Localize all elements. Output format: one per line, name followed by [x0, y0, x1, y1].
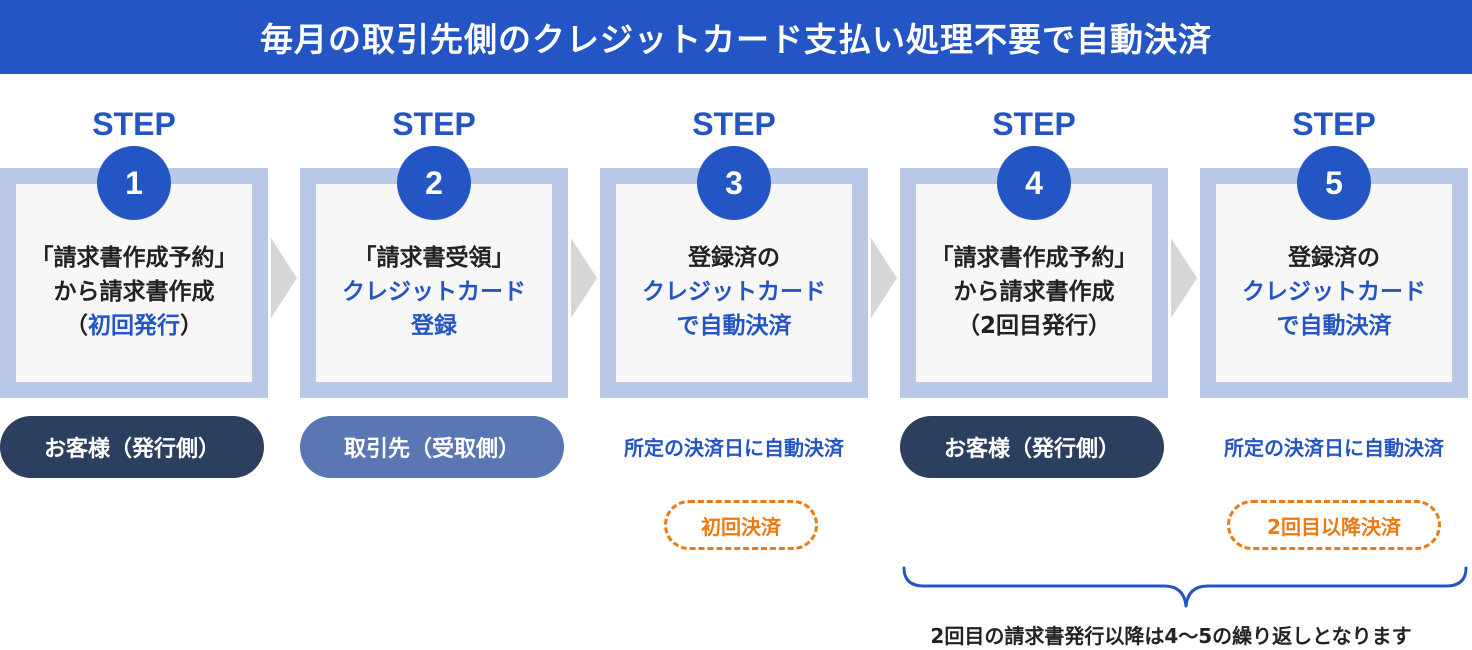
role-pill: 取引先（受取側） — [300, 416, 564, 478]
step-1: STEP 「請求書作成予約」 から請求書作成 （初回発行） 1 お客様（発行側） — [0, 98, 268, 498]
repeat-note: 2回目の請求書発行以降は4〜5の繰り返しとなります — [930, 624, 1412, 648]
chevron-right-icon — [571, 238, 597, 318]
step-number-badge: 5 — [1297, 146, 1371, 220]
card-line: クレジットカード — [1242, 279, 1426, 305]
step-card: 「請求書受領」 クレジットカード 登録 — [316, 184, 552, 382]
card-line: クレジットカード — [342, 279, 526, 305]
title-banner: 毎月の取引先側のクレジットカード支払い処理不要で自動決済 — [0, 0, 1472, 74]
repeat-payment-badge: 2回目以降決済 — [1227, 500, 1441, 550]
step-number-badge: 2 — [397, 146, 471, 220]
card-line: 登録済の — [1288, 245, 1380, 271]
step-label: STEP — [92, 106, 176, 142]
chevron-right-icon — [871, 238, 897, 318]
step-4: STEP 「請求書作成予約」 から請求書作成 （2回目発行） 4 お客様（発行側… — [900, 98, 1168, 498]
step-label: STEP — [392, 106, 476, 142]
step-2: STEP 「請求書受領」 クレジットカード 登録 2 取引先（受取側） — [300, 98, 568, 498]
card-line: （2回目発行） — [956, 313, 1111, 339]
step-card-frame: 登録済の クレジットカード で自動決済 — [600, 168, 868, 398]
card-line: 「請求書受領」 — [353, 245, 515, 271]
chevron-right-icon — [1171, 238, 1197, 318]
paren-close: ） — [180, 313, 203, 339]
step-3: STEP 登録済の クレジットカード で自動決済 3 所定の決済日に自動決済 — [600, 98, 868, 498]
card-line: 登録済の — [688, 245, 780, 271]
payment-note: 所定の決済日に自動決済 — [624, 436, 844, 460]
step-label: STEP — [692, 106, 776, 142]
card-line: から請求書作成 — [53, 279, 215, 305]
payment-note: 所定の決済日に自動決済 — [1224, 436, 1444, 460]
curly-brace-icon — [902, 566, 1468, 608]
step-label: STEP — [1292, 106, 1376, 142]
step-number-badge: 3 — [697, 146, 771, 220]
step-5: STEP 登録済の クレジットカード で自動決済 5 所定の決済日に自動決済 — [1200, 98, 1468, 498]
first-payment-badge: 初回決済 — [664, 500, 818, 550]
card-line: 登録 — [411, 313, 457, 339]
card-line: 「請求書作成予約」 — [30, 245, 238, 271]
role-pill: お客様（発行側） — [0, 416, 264, 478]
highlight-text: 初回発行 — [88, 313, 180, 339]
card-line: 「請求書作成予約」 — [930, 245, 1138, 271]
step-card: 登録済の クレジットカード で自動決済 — [1216, 184, 1452, 382]
step-number-badge: 4 — [997, 146, 1071, 220]
card-line-mixed: （初回発行） — [65, 309, 203, 343]
card-line: から請求書作成 — [953, 279, 1115, 305]
step-card-frame: 「請求書受領」 クレジットカード 登録 — [300, 168, 568, 398]
card-line: クレジットカード — [642, 279, 826, 305]
card-line: で自動決済 — [1276, 313, 1392, 339]
card-line: で自動決済 — [676, 313, 792, 339]
role-pill: お客様（発行側） — [900, 416, 1164, 478]
banner-title: 毎月の取引先側のクレジットカード支払い処理不要で自動決済 — [260, 20, 1212, 59]
step-label: STEP — [992, 106, 1076, 142]
paren-open: （ — [65, 313, 88, 339]
step-number-badge: 1 — [97, 146, 171, 220]
chevron-right-icon — [271, 238, 297, 318]
